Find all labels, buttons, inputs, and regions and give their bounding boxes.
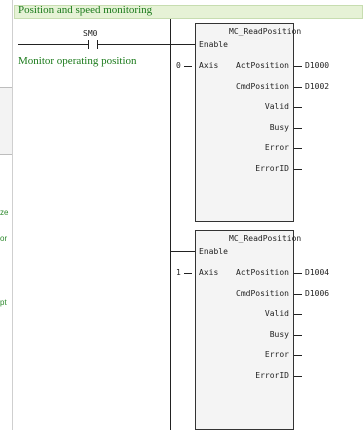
output-value[interactable]: D1000 — [305, 61, 330, 70]
output-stub — [294, 314, 302, 315]
output-pin: Busy — [269, 123, 289, 132]
output-value[interactable]: D1002 — [305, 82, 330, 91]
wire — [18, 44, 88, 45]
output-stub — [294, 355, 302, 356]
output-pin: Valid — [264, 309, 289, 318]
block-title: MC_ReadPosition — [229, 27, 302, 36]
contact-label: SM0 — [83, 29, 98, 38]
output-pin: Busy — [269, 330, 289, 339]
output-stub — [294, 107, 302, 108]
left-panel-header — [0, 87, 12, 155]
output-pin: ErrorID — [255, 371, 289, 380]
output-pin: Error — [264, 143, 289, 152]
input-stub — [184, 273, 192, 274]
output-pin: CmdPosition — [236, 82, 289, 91]
output-stub — [294, 335, 302, 336]
panel-divider — [12, 0, 13, 430]
output-pin: Valid — [264, 102, 289, 111]
output-stub — [294, 169, 302, 170]
output-pin: ErrorID — [255, 164, 289, 173]
axis-value[interactable]: 0 — [176, 61, 181, 70]
left-panel-fragment: ze — [0, 208, 9, 217]
network-comment[interactable]: Monitor operating position — [18, 55, 137, 67]
enable-wire — [170, 251, 195, 252]
output-pin: Error — [264, 350, 289, 359]
network-title: Position and speed monitoring — [18, 4, 153, 16]
axis-pin: Axis — [199, 61, 219, 70]
axis-pin: Axis — [199, 268, 219, 277]
power-rail — [170, 19, 171, 430]
output-pin: ActPosition — [236, 268, 289, 277]
function-block-2[interactable] — [195, 230, 294, 430]
output-stub — [294, 148, 302, 149]
input-stub — [184, 66, 192, 67]
output-stub — [294, 66, 302, 67]
function-block-1[interactable] — [195, 23, 294, 222]
enable-wire — [97, 44, 200, 45]
output-stub — [294, 87, 302, 88]
enable-pin: Enable — [199, 247, 228, 256]
output-stub — [294, 128, 302, 129]
output-value[interactable]: D1006 — [305, 289, 330, 298]
output-stub — [294, 273, 302, 274]
output-value[interactable]: D1004 — [305, 268, 330, 277]
left-panel-fragment: pt — [0, 298, 7, 307]
enable-pin: Enable — [199, 40, 228, 49]
output-pin: ActPosition — [236, 61, 289, 70]
left-panel-fragment: or — [0, 234, 8, 243]
block-title: MC_ReadPosition — [229, 234, 302, 243]
output-pin: CmdPosition — [236, 289, 289, 298]
axis-value[interactable]: 1 — [176, 268, 181, 277]
contact-left-bar[interactable] — [88, 40, 89, 49]
output-stub — [294, 294, 302, 295]
output-stub — [294, 376, 302, 377]
